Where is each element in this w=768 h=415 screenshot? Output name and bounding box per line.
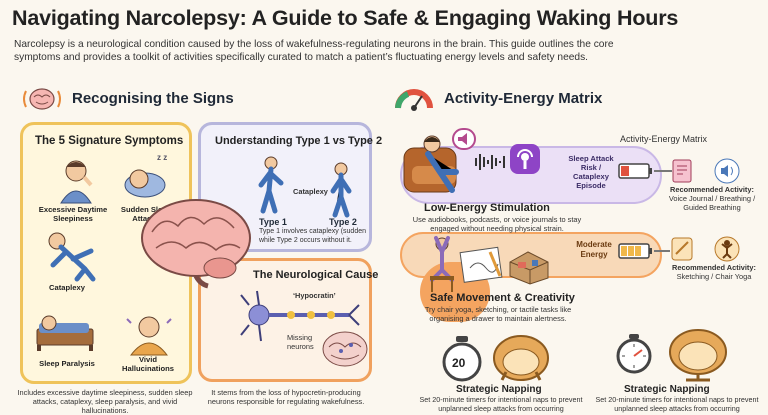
rec-label: Recommended Activity: <box>672 263 756 272</box>
matrix-label: Activity-Energy Matrix <box>620 134 708 144</box>
nap-chair-icon <box>669 329 727 382</box>
symptom-label: Excessive Daytime Sleepiness <box>38 205 108 223</box>
neuron-icon <box>240 290 360 342</box>
symptom-label: Sudden Sleep Attacks <box>120 205 172 223</box>
low-energy-level: Sleep Attack Risk / Cataplexy Episode <box>568 154 614 190</box>
cause-footer: It stems from the loss of hypocretin-pro… <box>207 388 365 406</box>
symptom-label: Sleep Paralysis <box>39 359 95 368</box>
rec-value: Voice Journal / Breathing / Guided Breat… <box>668 193 756 212</box>
falling-person-icon <box>48 232 96 282</box>
sleepy-person-icon <box>60 160 93 204</box>
type2-label: Type 2 <box>329 217 357 227</box>
nap-left-desc: Set 20-minute timers for intentional nap… <box>419 395 583 413</box>
battery-mid-icon <box>618 243 652 259</box>
brain-illustration <box>141 199 251 289</box>
nap-right-desc: Set 20-minute timers for intentional nap… <box>595 395 759 413</box>
cataplexy-label: Cataplexy <box>293 187 328 196</box>
type1-label: Type 1 <box>259 217 287 227</box>
drawer-icon <box>509 251 549 285</box>
low-recommendation: Recommended Activity: Voice Journal / Br… <box>660 185 764 212</box>
sound-wave-icon <box>475 154 505 170</box>
nap-left-title: Strategic Napping <box>456 384 542 395</box>
type2-person-icon <box>330 162 352 218</box>
matrix-heading: Activity-Energy Matrix <box>444 90 603 107</box>
armchair-person-icon <box>403 135 459 193</box>
cause-card: The Neurological Cause ‘Hypocratin’ Miss… <box>198 258 378 382</box>
speaker-bubble <box>452 128 476 150</box>
speaker-icon <box>458 133 467 145</box>
type1-person-icon <box>258 156 284 214</box>
sleeping-head-icon <box>124 169 166 198</box>
timer-value: 20 <box>452 356 466 370</box>
timer-icon <box>442 336 482 382</box>
cause-title: The Neurological Cause <box>253 269 379 281</box>
podcast-icon <box>510 144 540 174</box>
intro-text: Narcolepsy is a neurological condition c… <box>14 39 614 63</box>
connector-line <box>654 250 670 252</box>
types-title: Understanding Type 1 vs Type 2 <box>215 135 383 147</box>
moderate-recommendation: Recommended Activity: Sketching / Chair … <box>664 263 764 282</box>
sketch-activity-icon <box>671 237 693 261</box>
symptoms-title: The 5 Signature Symptoms <box>35 135 184 147</box>
hypocretin-label: ‘Hypocratin’ <box>293 291 336 300</box>
zz-text: z z <box>157 153 168 162</box>
hallucination-icon <box>126 316 172 356</box>
signs-heading: Recognising the Signs <box>72 90 234 107</box>
moderate-desc: Try chair yoga, sketching, or tactile ta… <box>424 305 572 323</box>
symptoms-footer: Includes excessive daytime sleepiness, s… <box>17 388 193 415</box>
voice-journal-icon <box>672 159 692 183</box>
types-description: Type 1 involves cataplexy (sudden while … <box>259 228 367 244</box>
missing-neurons-label: Missing neurons <box>287 333 314 351</box>
battery-low-icon <box>618 163 652 179</box>
low-energy-desc: Use audiobooks, podcasts, or voice journ… <box>412 215 582 233</box>
bed-icon <box>36 315 94 351</box>
rec-label: Recommended Activity: <box>670 185 754 194</box>
nap-pod-icon <box>493 335 549 381</box>
symptom-label: Cataplexy <box>49 283 85 292</box>
small-brain-icon <box>322 331 368 367</box>
page-title: Navigating Narcolepsy: A Guide to Safe &… <box>12 6 679 30</box>
moderate-title: Safe Movement & Creativity <box>430 292 575 304</box>
low-energy-title: Low-Energy Stimulation <box>424 202 550 214</box>
volume-icon <box>714 158 740 184</box>
nap-right-title: Strategic Napping <box>624 384 710 395</box>
gauge-icon <box>395 89 433 111</box>
brain-waves-icon <box>23 88 61 110</box>
connector-line <box>654 170 672 172</box>
stopwatch-icon <box>616 334 652 374</box>
moderate-energy-level: Moderate Energy <box>576 240 612 259</box>
symptom-label: Vivid Hallucinations <box>122 355 174 373</box>
sketchbook-icon <box>459 246 503 283</box>
chair-yoga-icon <box>430 236 454 292</box>
rec-value: Sketching / Chair Yoga <box>676 271 752 281</box>
chair-yoga-activity-icon <box>714 236 740 262</box>
